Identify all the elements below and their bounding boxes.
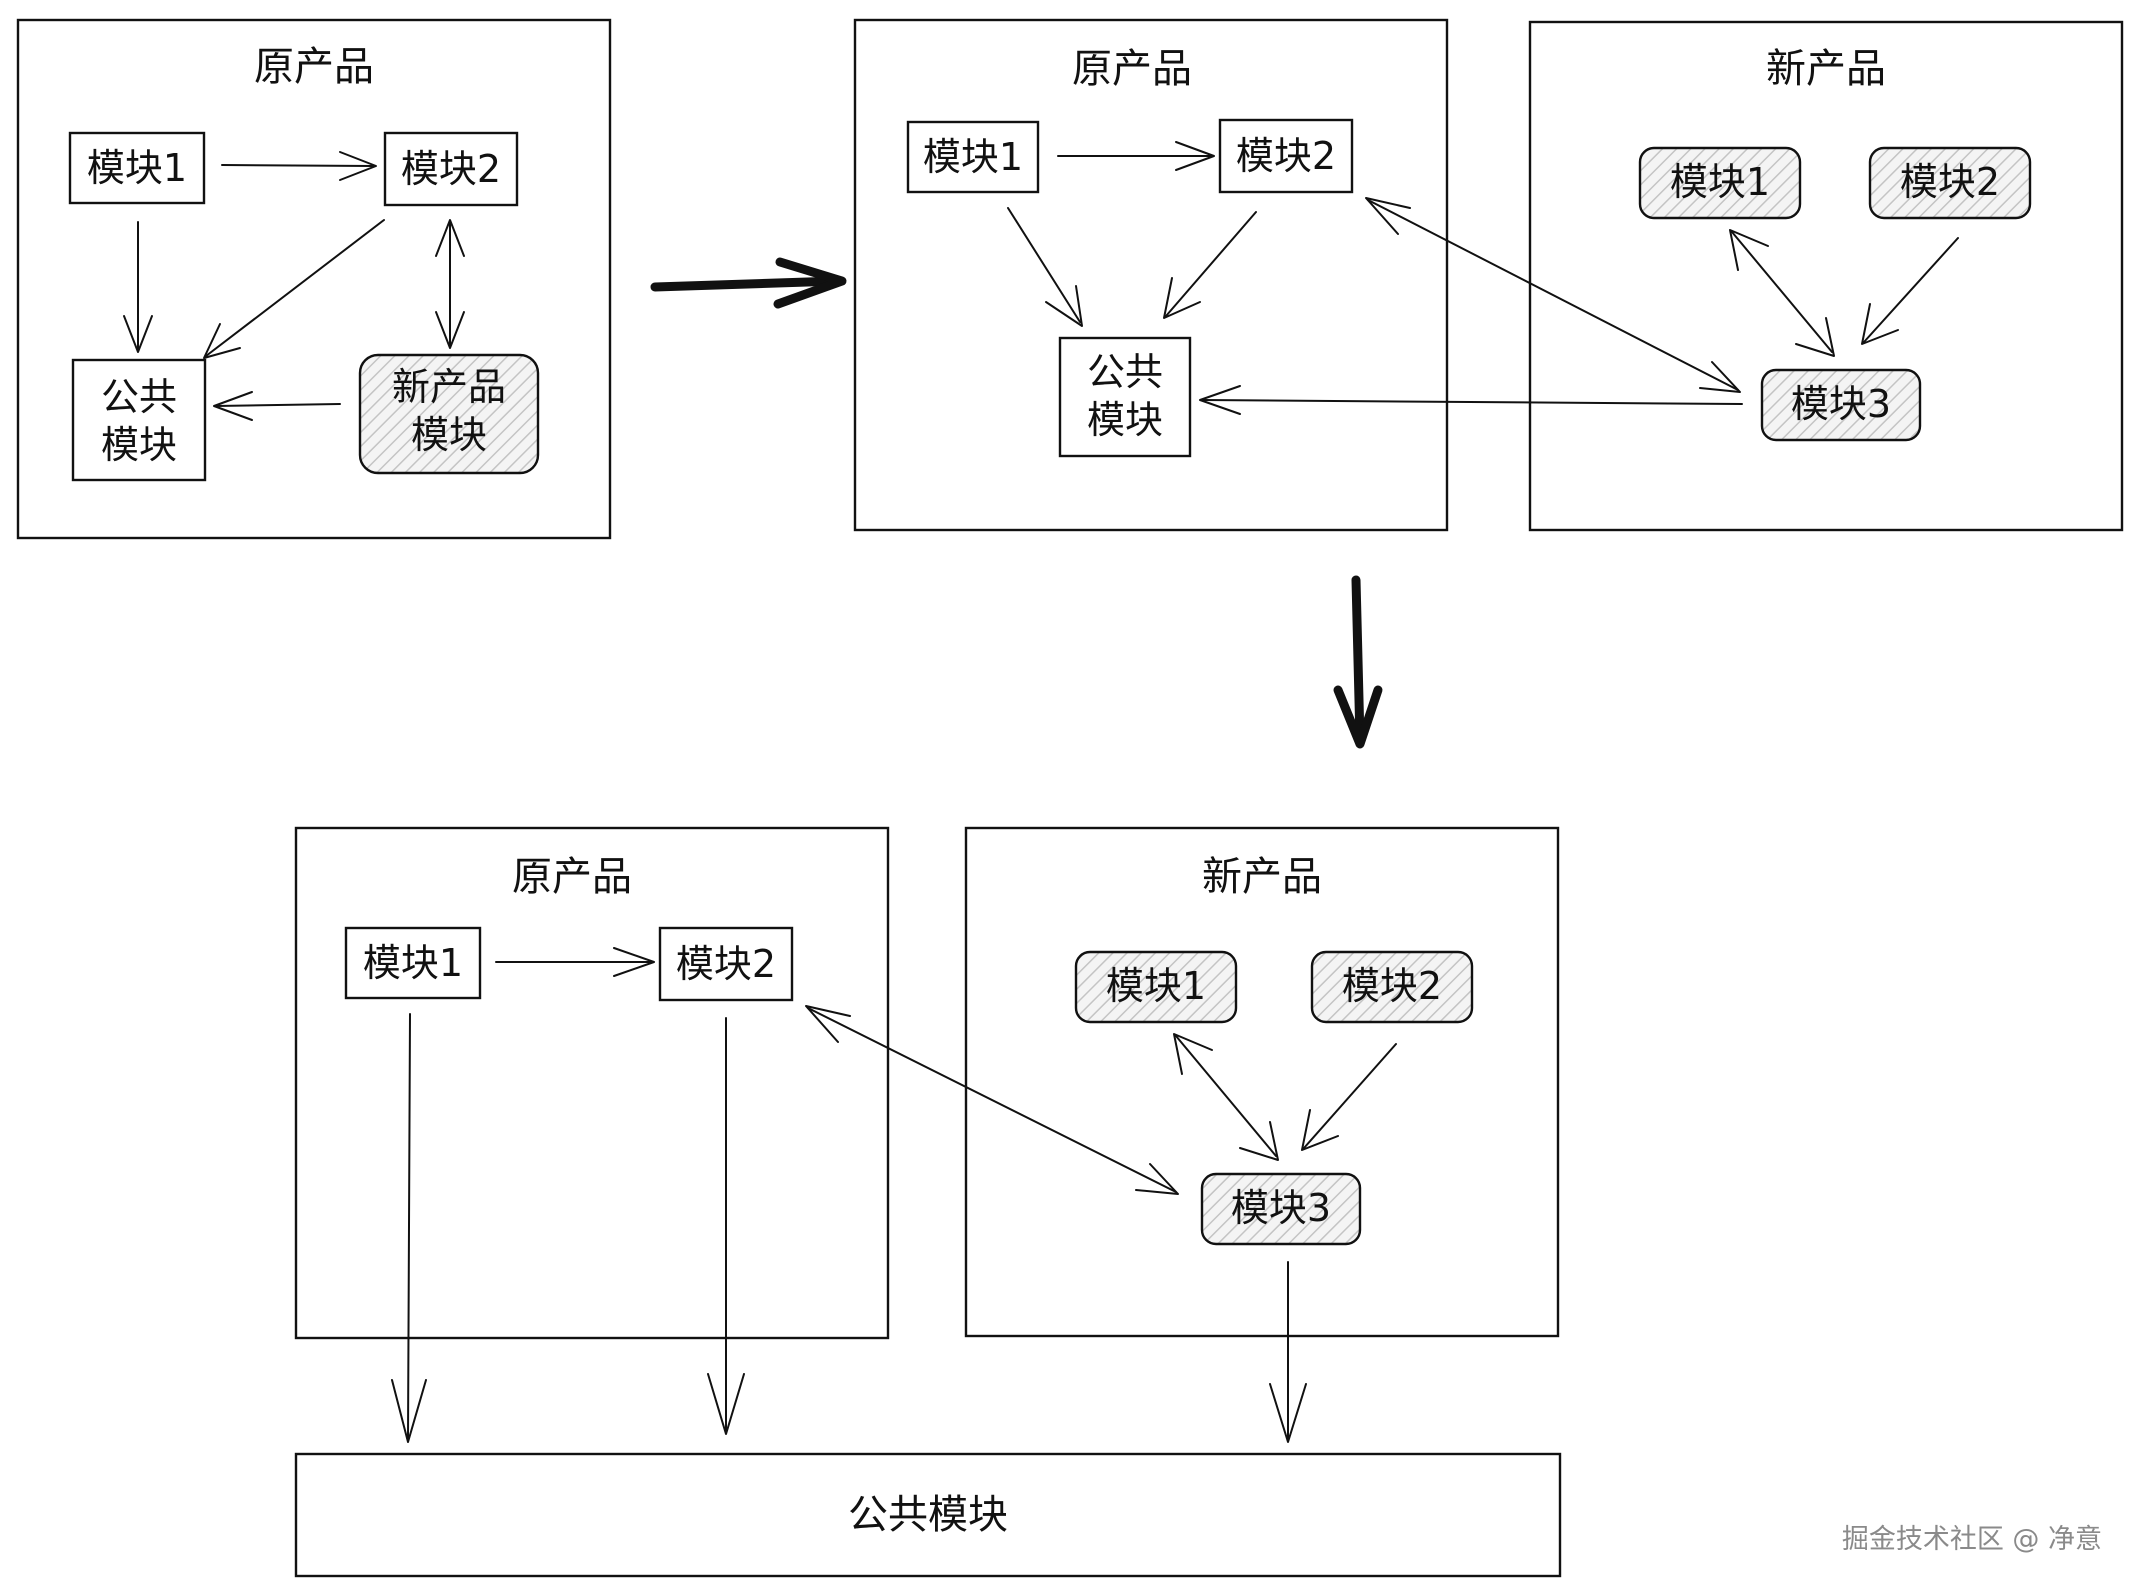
stage2-new-module2-node: 模块2 bbox=[1868, 146, 2032, 220]
stage3-common-module-label: 公共模块 bbox=[848, 1492, 1008, 1538]
stage2-original-module1-node: 模块1 bbox=[906, 120, 1040, 194]
stage1-module1-node: 模块1 bbox=[68, 131, 206, 205]
stage2-original-frame bbox=[853, 18, 1449, 532]
stage1-common-module-node: 公共 模块 bbox=[71, 358, 207, 482]
stage3-edge-module3-to-original-module2 bbox=[805, 1005, 1179, 1195]
stage3-new-module3-node: 模块3 bbox=[1200, 1172, 1362, 1246]
stage3-new-module1-node: 模块1 bbox=[1074, 950, 1238, 1024]
stage3-edge-module1-to-module2 bbox=[495, 947, 655, 977]
stage1-newproduct-label-line2: 模块 bbox=[411, 413, 487, 457]
stage3-original-module2-node: 模块2 bbox=[658, 926, 794, 1002]
stage1-edge-newproduct-to-common bbox=[213, 391, 341, 421]
transition-arrow-down bbox=[1333, 575, 1383, 749]
stage3-new-module2-node: 模块2 bbox=[1310, 950, 1474, 1024]
stage2-edge-module2-to-module3 bbox=[1861, 237, 1959, 345]
stage1-common-label-line1: 公共 bbox=[101, 375, 177, 419]
stage1-edge-module1-to-common bbox=[123, 221, 153, 353]
stage3-original-module1-label: 模块1 bbox=[363, 941, 463, 985]
stage3-original-title: 原产品 bbox=[512, 854, 632, 900]
stage2-edge-module1-module3-bidirectional bbox=[1729, 229, 1835, 357]
stage3-edge-original-module1-to-common bbox=[391, 1013, 427, 1443]
stage2-edge-module3-to-original-module2 bbox=[1365, 197, 1741, 393]
stage3-new-product: 新产品 模块1 模块2 模块3 bbox=[964, 826, 1560, 1338]
stage2-new-module1-node: 模块1 bbox=[1638, 146, 1802, 220]
stage2-new-module3-node: 模块3 bbox=[1760, 368, 1922, 442]
stage1-module2-node: 模块2 bbox=[383, 131, 519, 207]
stage1-module2-label: 模块2 bbox=[401, 147, 501, 191]
stage2-new-frame bbox=[1528, 20, 2124, 532]
stage2-common-label-line2: 模块 bbox=[1087, 398, 1163, 442]
stage1-module1-label: 模块1 bbox=[87, 146, 187, 190]
stage1-edge-module2-newproduct-bidirectional bbox=[435, 219, 465, 349]
stage3-new-module1-label: 模块1 bbox=[1106, 964, 1206, 1008]
stage1-edge-module2-to-common bbox=[203, 219, 385, 359]
stage3-edge-new-module3-to-common bbox=[1269, 1261, 1307, 1443]
stage2-new-module3-label: 模块3 bbox=[1791, 382, 1891, 426]
stage2-new-title: 新产品 bbox=[1766, 46, 1886, 92]
stage1-frame-title: 原产品 bbox=[254, 44, 374, 90]
stage2-original-title: 原产品 bbox=[1072, 46, 1192, 92]
stage3-original-module2-label: 模块2 bbox=[676, 942, 776, 986]
stage3-edge-module1-module3-bidirectional bbox=[1173, 1033, 1279, 1161]
stage3-new-module3-label: 模块3 bbox=[1231, 1186, 1331, 1230]
watermark-text: 掘金技术社区 @ 净意 bbox=[1842, 1524, 2102, 1555]
stage2-new-product: 新产品 模块1 模块2 模块3 bbox=[1528, 20, 2124, 532]
stage2-original-module2-label: 模块2 bbox=[1236, 134, 1336, 178]
stage3-new-module2-label: 模块2 bbox=[1342, 964, 1442, 1008]
stage1-newproduct-label-line1: 新产品 bbox=[392, 365, 506, 409]
stage2-common-label-line1: 公共 bbox=[1087, 350, 1163, 394]
stage2-new-module2-label: 模块2 bbox=[1900, 160, 2000, 204]
stage3-original-frame bbox=[294, 826, 890, 1340]
stage2-edge-module2-to-common bbox=[1163, 211, 1257, 319]
stage1-frame bbox=[16, 18, 612, 540]
stage2-edge-module1-to-common bbox=[1007, 207, 1083, 327]
stage1-edge-module1-to-module2 bbox=[221, 151, 377, 181]
stage3-new-frame bbox=[964, 826, 1560, 1338]
stage3-common-module-node: 公共模块 bbox=[294, 1452, 1562, 1578]
stage3-original-module1-node: 模块1 bbox=[344, 926, 482, 1000]
stage2-original-product: 原产品 模块1 模块2 公共 模块 bbox=[853, 18, 1449, 532]
stage3-edge-original-module2-to-common bbox=[707, 1017, 745, 1435]
stage1-original-product: 原产品 模块1 模块2 公共 模块 新产品 模块 bbox=[16, 18, 612, 540]
stage3-edge-module2-to-module3 bbox=[1301, 1043, 1397, 1151]
stage2-common-module-node: 公共 模块 bbox=[1058, 336, 1192, 458]
stage2-original-module2-node: 模块2 bbox=[1218, 118, 1354, 194]
stage3-original-product: 原产品 模块1 模块2 bbox=[294, 826, 890, 1340]
stage2-original-module1-label: 模块1 bbox=[923, 135, 1023, 179]
stage1-new-product-module-node: 新产品 模块 bbox=[358, 353, 540, 475]
stage2-edge-module1-to-module2 bbox=[1057, 141, 1215, 171]
stage2-new-module1-label: 模块1 bbox=[1670, 160, 1770, 204]
stage3-new-title: 新产品 bbox=[1202, 854, 1322, 900]
stage1-common-label-line2: 模块 bbox=[101, 423, 177, 467]
transition-arrow-right bbox=[650, 257, 847, 309]
stage2-edge-module3-to-common bbox=[1199, 385, 1743, 415]
